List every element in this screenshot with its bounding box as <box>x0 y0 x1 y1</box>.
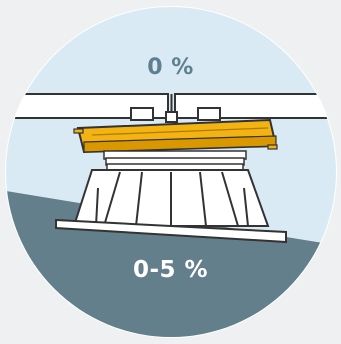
deck-clips <box>130 107 221 123</box>
bottom-slope-label: 0-5 % <box>132 257 209 283</box>
pedestal-base <box>55 169 287 244</box>
pedestal-head <box>73 118 278 154</box>
top-slope-label: 0 % <box>147 55 194 80</box>
